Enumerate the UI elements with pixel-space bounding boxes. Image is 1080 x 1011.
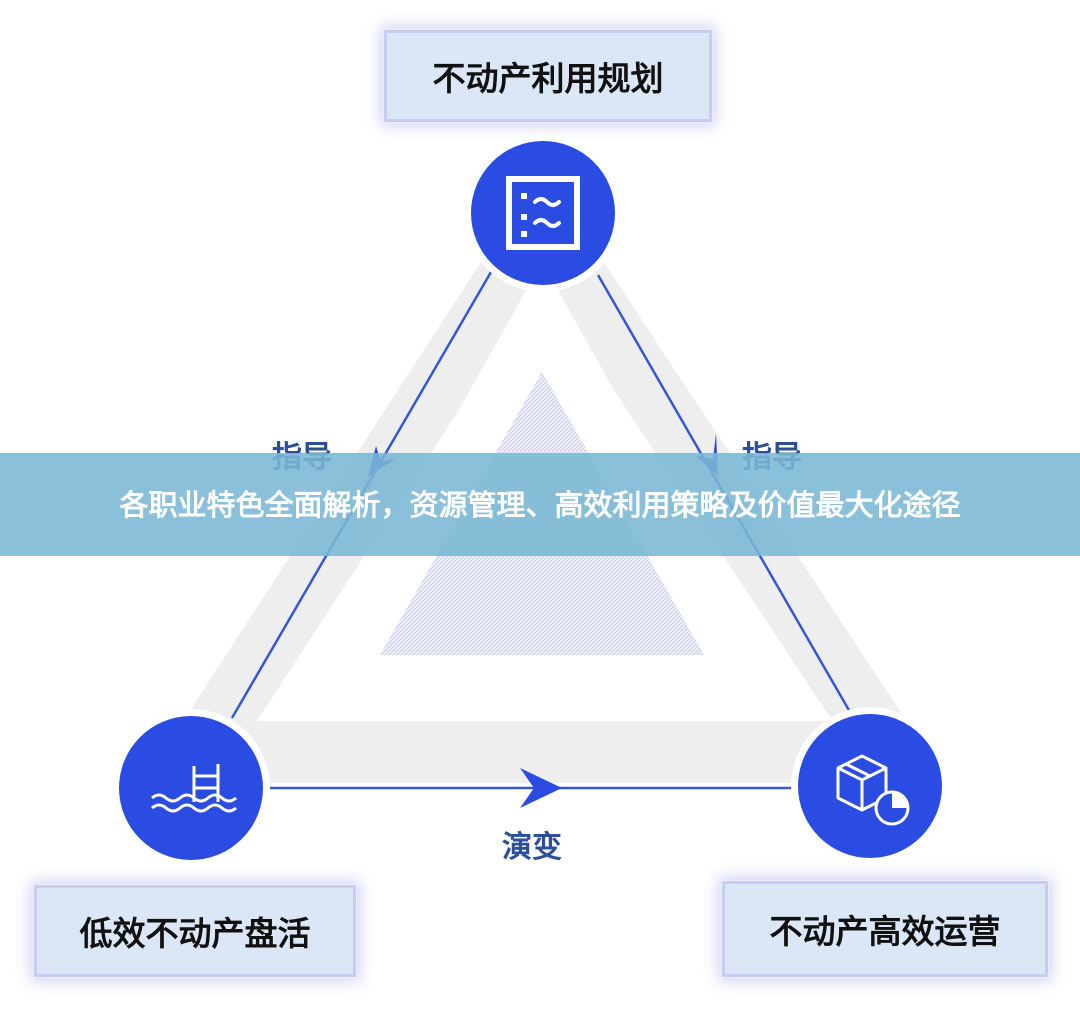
- pool-ladder-icon: [112, 709, 270, 867]
- arrow-bottom: [520, 768, 562, 808]
- edge-label-bottom: 演变: [502, 830, 562, 865]
- box-land-use-planning: 不动产利用规划: [384, 30, 712, 122]
- box-efficient-operation: 不动产高效运营: [722, 881, 1048, 977]
- box-pie-chart-icon: [791, 707, 949, 865]
- planning-chart-icon: [464, 134, 622, 292]
- banner-title: 各职业特色全面解析，资源管理、高效利用策略及价值最大化途径: [119, 487, 961, 522]
- box-inefficient-asset-revitalization: 低效不动产盘活: [34, 885, 356, 977]
- title-banner: 各职业特色全面解析，资源管理、高效利用策略及价值最大化途径: [0, 453, 1080, 556]
